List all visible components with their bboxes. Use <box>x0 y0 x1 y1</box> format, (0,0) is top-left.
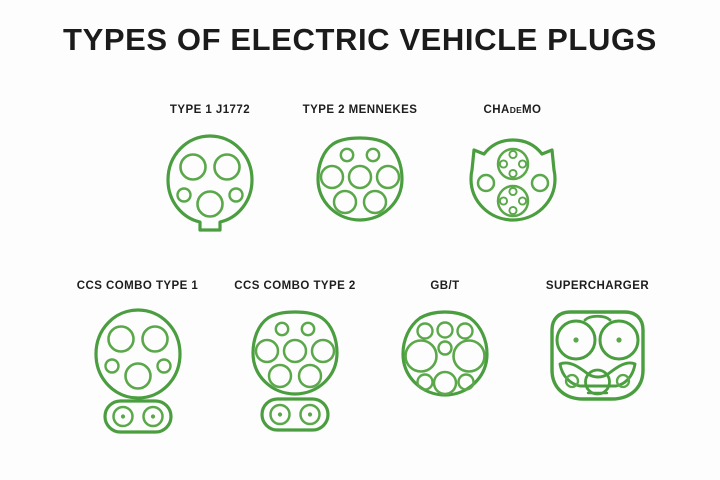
plug-art-type-2-mennekes <box>290 122 430 232</box>
plug-card-type-1-j1772: TYPE 1 J1772 <box>150 104 270 242</box>
plug-art-supercharger <box>535 298 660 413</box>
plug-art-ccs-combo-type-2 <box>222 298 368 438</box>
plug-art-chademo <box>455 122 570 232</box>
supercharger-icon <box>550 310 645 401</box>
plug-label-chademo: CHADEMO <box>455 104 570 116</box>
plug-card-gb-t: GB/T <box>390 280 500 408</box>
plug-card-type-2-mennekes: TYPE 2 MENNEKES <box>290 104 430 232</box>
plug-label-ccs-combo-type-2: CCS COMBO TYPE 2 <box>234 280 356 292</box>
plug-art-type-1-j1772 <box>150 122 270 242</box>
plug-art-ccs-combo-type-1 <box>65 298 210 438</box>
chademo-icon <box>468 138 557 222</box>
plug-label-type-1-j1772: TYPE 1 J1772 <box>169 104 251 116</box>
type-2-mennekes-icon <box>316 136 404 222</box>
page-title: TYPES OF ELECTRIC VEHICLE PLUGS <box>63 22 657 57</box>
plug-label-chademo-part-2: DE <box>509 105 523 115</box>
plug-card-chademo: CHADEMO <box>455 104 570 232</box>
plug-label-type-2-mennekes: TYPE 2 MENNEKES <box>302 104 418 116</box>
plug-label-chademo-part-1: CHA <box>483 104 510 116</box>
plug-label-gb-t: GB/T <box>430 280 460 292</box>
plug-card-ccs-combo-type-2: CCS COMBO TYPE 2 <box>222 280 368 438</box>
plug-label-supercharger: SUPERCHARGER <box>545 280 650 292</box>
ccs-combo-type-2-icon <box>251 310 339 432</box>
plug-card-ccs-combo-type-1: CCS COMBO TYPE 1 <box>65 280 210 438</box>
ccs-combo-type-1-icon <box>93 308 182 434</box>
type-1-j1772-icon <box>166 134 254 232</box>
plug-label-ccs-combo-type-1: CCS COMBO TYPE 1 <box>76 280 199 292</box>
gb-t-icon <box>401 310 489 397</box>
plug-label-chademo-part-3: MO <box>522 104 542 116</box>
plug-art-gb-t <box>390 298 500 408</box>
plug-card-supercharger: SUPERCHARGER <box>535 280 660 413</box>
